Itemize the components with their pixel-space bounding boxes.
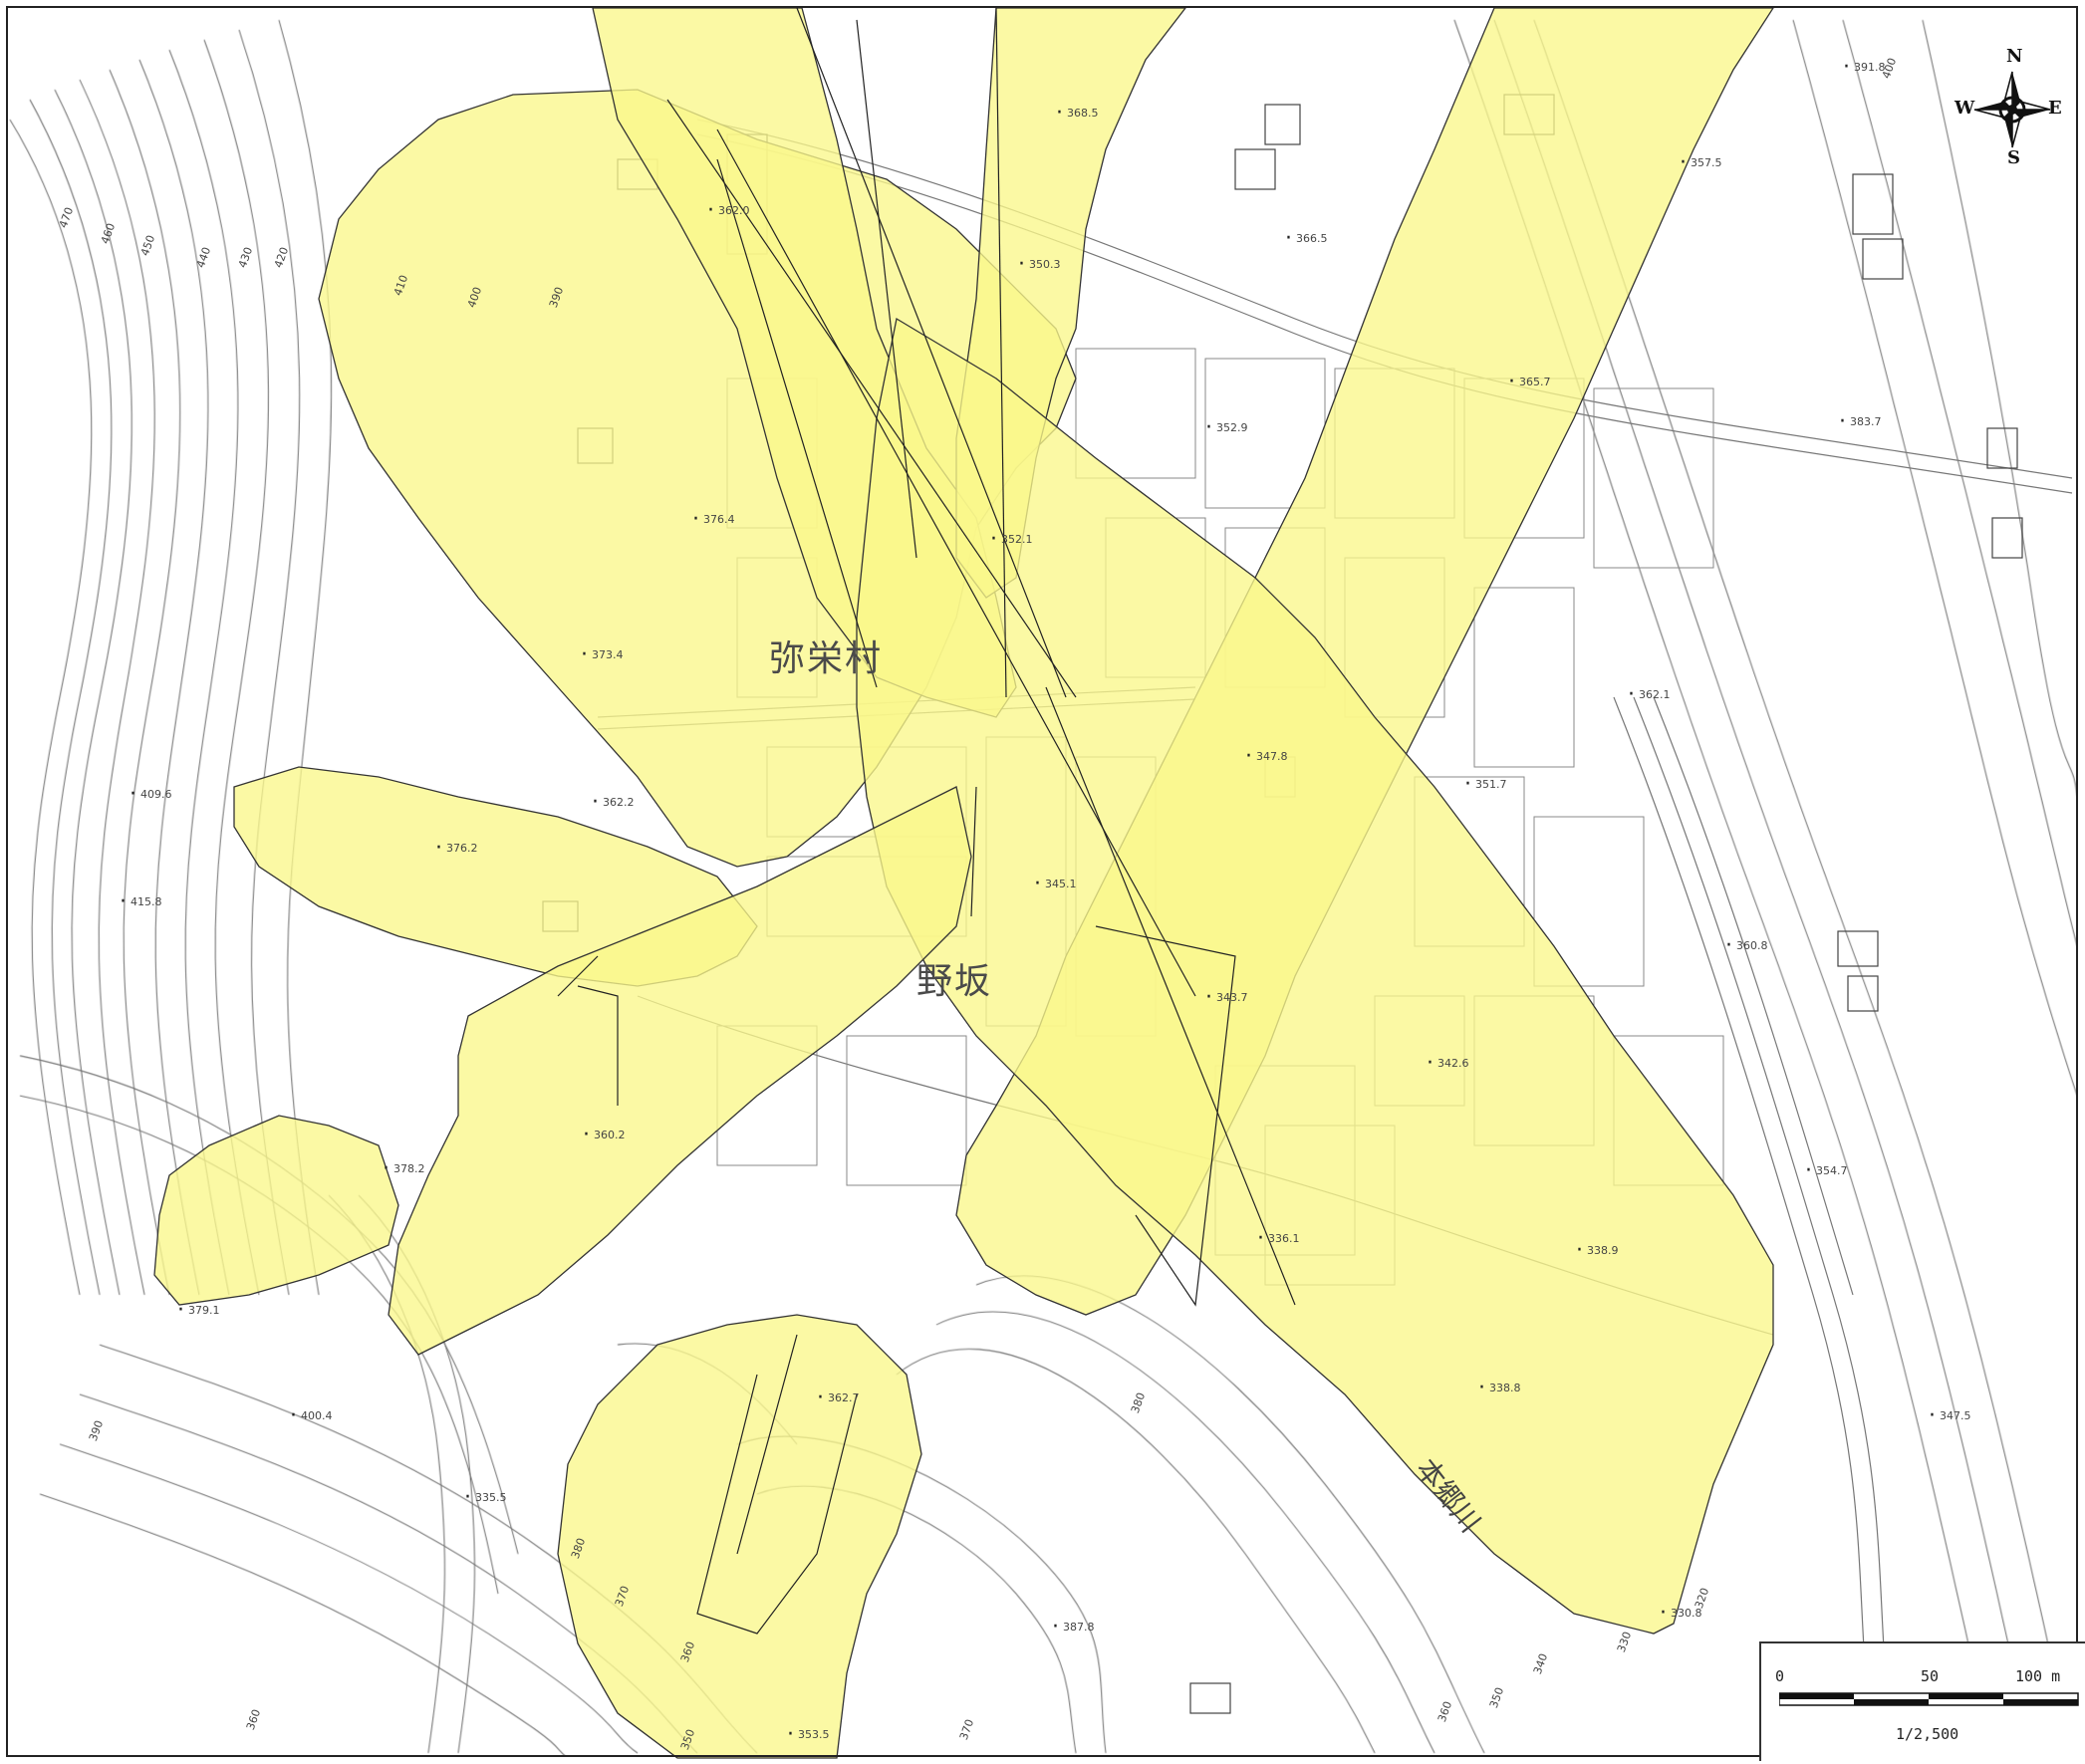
spot-height: 362.7 (817, 1383, 860, 1407)
spot-height: 368.5 (1056, 98, 1099, 123)
spot-height: 362.1 (1628, 679, 1671, 704)
spot-height: 409.6 (130, 779, 172, 804)
spot-height: 360.2 (583, 1120, 626, 1144)
compass-east-label: E (2048, 98, 2062, 119)
district-name-label: 野坂 (916, 961, 993, 1002)
spot-height: 343.7 (1205, 982, 1248, 1007)
spot-height: 379.1 (177, 1295, 220, 1320)
spot-height: 373.4 (581, 639, 624, 664)
spot-height: 387.8 (1052, 1612, 1095, 1637)
spot-height: 345.1 (1034, 869, 1077, 893)
spot-height: 347.8 (1245, 741, 1288, 766)
spot-height: 354.7 (1805, 1155, 1848, 1180)
village-name-label: 弥栄村 (769, 638, 884, 679)
spot-height: 378.2 (383, 1153, 425, 1178)
spot-height: 338.8 (1478, 1373, 1521, 1397)
hazard-zone-south-hill (557, 1314, 922, 1759)
spot-height: 335.5 (464, 1482, 507, 1507)
scale-bar-graphic (1779, 1692, 2079, 1706)
spot-height: 362.0 (707, 195, 750, 220)
scale-tick-100: 100 m (2015, 1667, 2061, 1685)
compass-south-label: S (2007, 147, 2020, 168)
spot-height: 400.4 (290, 1400, 333, 1425)
spot-height: 415.8 (120, 886, 162, 911)
hazard-zone-southwest-tongue (388, 786, 972, 1356)
spot-height: 352.9 (1205, 412, 1248, 437)
spot-height: 330.8 (1660, 1598, 1702, 1623)
spot-height: 360.8 (1725, 930, 1768, 955)
spot-height: 366.5 (1285, 223, 1328, 248)
compass-rose-icon (1973, 71, 2051, 148)
spot-height: 342.6 (1427, 1048, 1469, 1073)
scale-bar: 0 50 100 m 1/2,500 (1759, 1641, 2085, 1761)
spot-height: 336.1 (1257, 1223, 1300, 1248)
spot-height: 362.2 (592, 787, 635, 812)
spot-height: 376.4 (692, 504, 735, 529)
spot-height: 353.5 (787, 1719, 830, 1744)
spot-height: 338.9 (1576, 1235, 1619, 1260)
spot-height: 351.7 (1464, 769, 1507, 794)
spot-height: 347.5 (1929, 1400, 1971, 1425)
spot-height: 352.1 (990, 524, 1033, 549)
spot-height: 365.7 (1508, 367, 1551, 391)
compass-north-label: N (2006, 46, 2023, 67)
spot-height: 376.2 (435, 833, 478, 858)
spot-height: 350.3 (1018, 249, 1061, 274)
hazard-zone-west-small (153, 1115, 399, 1306)
spot-height: 357.5 (1680, 147, 1722, 172)
north-arrow-compass: N S E W (1953, 46, 2062, 168)
spot-height: 391.8 (1843, 52, 1886, 77)
scale-tick-50: 50 (1921, 1667, 1940, 1685)
scale-ratio: 1/2,500 (1896, 1725, 1959, 1743)
spot-height: 383.7 (1839, 406, 1882, 431)
compass-west-label: W (1955, 98, 1975, 119)
scale-tick-0: 0 (1775, 1667, 1785, 1685)
